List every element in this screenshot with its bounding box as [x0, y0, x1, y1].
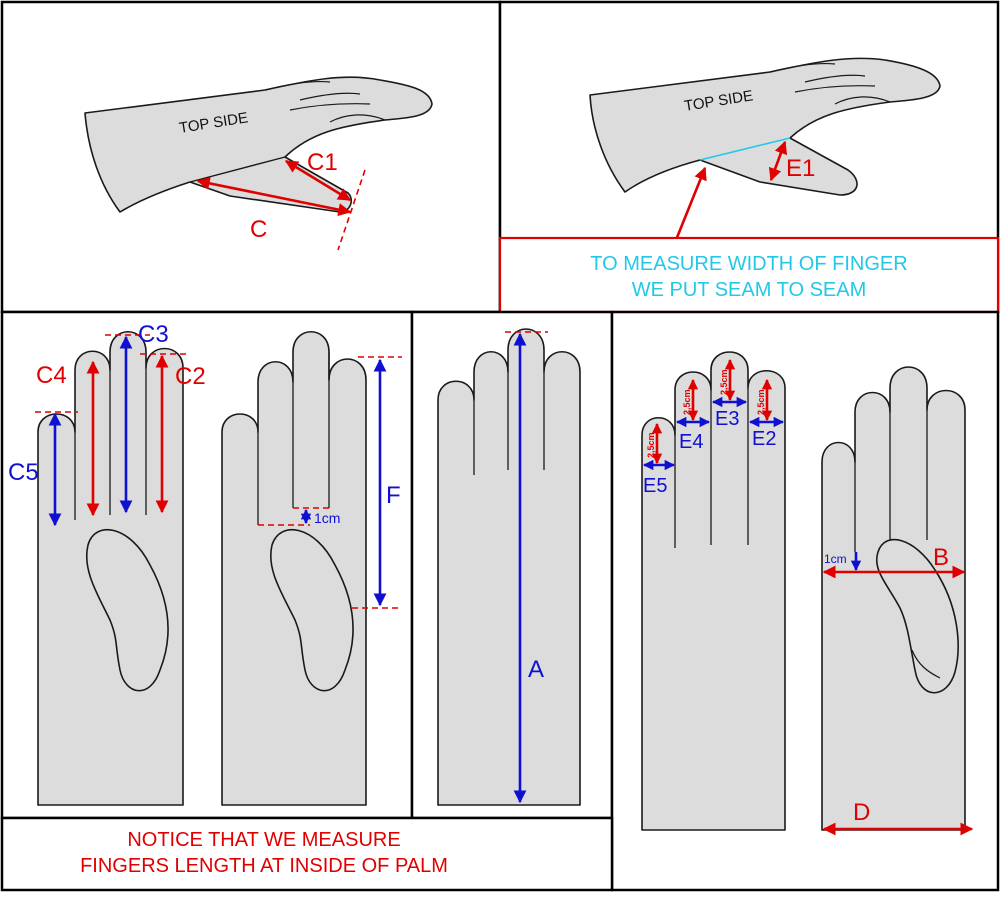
panel-finger-widths: 2,5cm 2,5cm 2,5cm 2,5cm E5 E4 E3 E2 1cm … [610, 310, 1000, 892]
thumb-pad [270, 529, 354, 692]
label-f: F [386, 482, 401, 509]
label-2-5cm: 2,5cm [682, 389, 692, 415]
label-e4: E4 [679, 431, 703, 453]
label-c1: C1 [307, 149, 338, 176]
note-line-2: WE PUT SEAM TO SEAM [632, 279, 867, 301]
label-2-5cm: 2,5cm [756, 389, 766, 415]
note-line-1: TO MEASURE WIDTH OF FINGER [590, 253, 907, 275]
panel-top-side-thumb-length: TOP SIDE C1 C [0, 0, 502, 314]
label-2-5cm: 2,5cm [719, 369, 729, 395]
note-frame [0, 816, 614, 892]
c-arrow [196, 176, 352, 217]
panel-finger-lengths: C3 C4 C2 C5 1cm F [0, 310, 414, 820]
glove-top-view [589, 57, 941, 196]
label-2-5cm: 2,5cm [646, 432, 656, 458]
label-c5: C5 [8, 459, 39, 486]
panel-total-length: A [410, 310, 614, 820]
label-e3: E3 [715, 408, 739, 430]
panel-top-side-thumb-width: TOP SIDE E1 TO MEASURE WIDTH OF FINGER W… [498, 0, 1000, 314]
note-line-2: FINGERS LENGTH AT INSIDE OF PALM [80, 855, 448, 877]
label-e5: E5 [643, 475, 667, 497]
label-c2: C2 [175, 363, 206, 390]
label-e2: E2 [752, 428, 776, 450]
e1-arrow [768, 140, 788, 182]
thumb-pad [86, 529, 169, 692]
label-c3: C3 [138, 321, 169, 348]
label-a: A [528, 656, 544, 683]
pointer-arrow [674, 166, 707, 241]
glove-palm-b-d [821, 366, 966, 831]
label-1cm: 1cm [314, 510, 340, 526]
glove-top-view [84, 76, 433, 213]
bottom-note: NOTICE THAT WE MEASURE FINGERS LENGTH AT… [0, 816, 614, 892]
note-line-1: NOTICE THAT WE MEASURE [127, 829, 400, 851]
seam-dashed-line [337, 169, 366, 251]
note-box [498, 236, 1000, 314]
label-b: B [933, 544, 949, 571]
label-e1: E1 [786, 155, 815, 182]
label-c4: C4 [36, 362, 67, 389]
glove-palm-center [437, 328, 581, 806]
glove-widths [641, 351, 786, 831]
label-c: C [250, 216, 267, 243]
label-d: D [853, 799, 870, 826]
label-1cm: 1cm [824, 552, 847, 566]
